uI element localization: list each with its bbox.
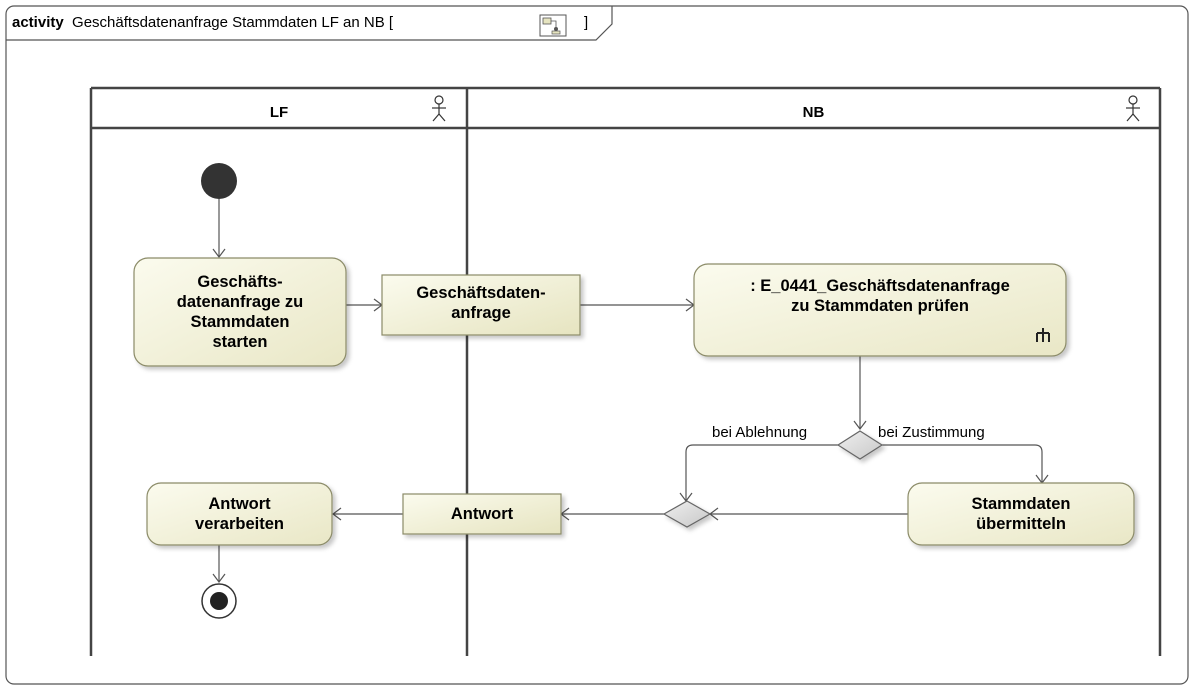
- frame-title-tab: [6, 6, 613, 41]
- pin-answer[interactable]: [402, 493, 562, 535]
- initial-node[interactable]: [201, 163, 237, 199]
- action-process-answer-label: Antwort verarbeiten: [195, 495, 284, 533]
- actor-icon: [432, 95, 446, 122]
- pin-request-label: Geschäftsdaten- anfrage: [416, 284, 546, 322]
- lane-title-lf[interactable]: LF: [269, 104, 289, 121]
- diagram-name: Geschäftsdatenanfrage Stammdaten LF an N…: [72, 14, 385, 31]
- action-call-behavior-label: : E_0441_Geschäftsdatenanfrage zu Stammd…: [750, 277, 1010, 315]
- frame-title: activity Geschäftsdatenanfrage Stammdate…: [12, 14, 393, 31]
- bracket-close: ]: [584, 14, 589, 31]
- pin-answer-label: Antwort: [450, 505, 514, 523]
- action-process-answer[interactable]: [146, 482, 333, 546]
- frame-keyword: activity: [12, 14, 64, 31]
- action-start-request[interactable]: [133, 257, 347, 367]
- swimlane-partition: [89, 86, 1162, 656]
- bracket-open: [: [388, 14, 394, 31]
- activity-final-node[interactable]: [201, 583, 237, 619]
- action-start-request-label: Geschäfts- datenanfrage zu Stammdaten st…: [176, 273, 304, 351]
- decision-node[interactable]: [836, 430, 884, 460]
- action-send-master-data-label: Stammdaten übermitteln: [971, 495, 1071, 533]
- guard-reject: bei Ablehnung: [712, 424, 808, 441]
- merge-node[interactable]: [662, 500, 712, 528]
- actor-icon: [1126, 95, 1140, 122]
- action-send-master-data[interactable]: [907, 482, 1135, 546]
- pin-request[interactable]: [381, 274, 581, 336]
- control-flows: [212, 199, 1049, 583]
- call-behavior-icon: [1036, 328, 1050, 342]
- lane-title-nb[interactable]: NB: [802, 104, 825, 121]
- guard-approve: bei Zustimmung: [878, 424, 985, 441]
- diagram-type-icon[interactable]: [539, 14, 567, 37]
- action-call-behavior[interactable]: [693, 263, 1067, 357]
